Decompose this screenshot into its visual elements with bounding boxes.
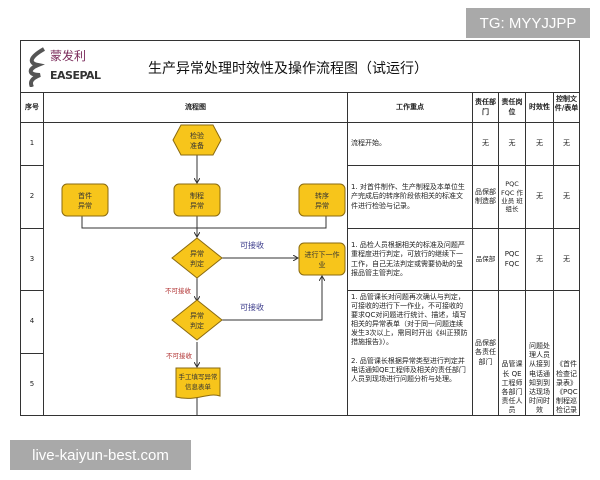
row-3-post: PQC FQC bbox=[498, 228, 526, 291]
flowchart-area bbox=[43, 122, 348, 416]
row-no-3: 3 bbox=[20, 228, 44, 291]
col-header-doc: 控制文件/表单 bbox=[553, 92, 580, 123]
row-4-post: 品管课长 QE工程师 各部门责任人员 bbox=[498, 290, 526, 416]
row-4-doc: 《首件检查记录表》《PQC制程巡检记录 bbox=[553, 290, 580, 416]
row-no-4: 4 bbox=[20, 290, 44, 354]
row-1-post: 无 bbox=[498, 122, 526, 166]
col-header-dept: 责任部门 bbox=[472, 92, 499, 123]
row-no-2: 2 bbox=[20, 165, 44, 229]
logo-en: EASEPAL bbox=[50, 69, 101, 82]
row-1-focus: 流程开始。 bbox=[347, 122, 473, 166]
logo-swirl-icon bbox=[28, 47, 46, 87]
col-header-post: 责任岗位 bbox=[498, 92, 526, 123]
row-4-time: 问题处理人员从接到电话通知到到达现场时间时效 bbox=[525, 290, 554, 416]
watermark-top: TG: MYYJJPP bbox=[466, 8, 590, 38]
col-header-focus: 工作重点 bbox=[347, 92, 473, 123]
document-table: 蒙发利 EASEPAL 生产异常处理时效性及操作流程图（试运行） 序号 流程图 … bbox=[20, 40, 580, 416]
row-3-time: 无 bbox=[525, 228, 554, 291]
row-3-doc: 无 bbox=[553, 228, 580, 291]
logo-cn: 蒙发利 bbox=[50, 49, 87, 63]
row-3-focus: 1. 品检人员根据相关的标准及问题严重程度进行判定，可放行的继续下一工作，自己无… bbox=[347, 228, 473, 291]
row-no-1: 1 bbox=[20, 122, 44, 166]
row-2-post: PQC FQC 作业员 班组长 bbox=[498, 165, 526, 229]
row-no-5: 5 bbox=[20, 353, 44, 416]
row-1-doc: 无 bbox=[553, 122, 580, 166]
row-1-dept: 无 bbox=[472, 122, 499, 166]
row-1-time: 无 bbox=[525, 122, 554, 166]
row-3-dept: 品保部 bbox=[472, 228, 499, 291]
col-header-no: 序号 bbox=[20, 92, 44, 123]
col-header-time: 时效性 bbox=[525, 92, 554, 123]
row-2-dept: 品保部 制造部 bbox=[472, 165, 499, 229]
row-2-time: 无 bbox=[525, 165, 554, 229]
title-row bbox=[20, 40, 580, 93]
company-logo: 蒙发利 EASEPAL bbox=[26, 45, 116, 89]
row-4-focus: 1. 品管课长对问题再次确认与判定，可接收的进行下一作业，不可接收的要求QC对问… bbox=[347, 290, 473, 416]
watermark-bottom: live-kaiyun-best.com bbox=[10, 440, 191, 470]
row-2-doc: 无 bbox=[553, 165, 580, 229]
page-title: 生产异常处理时效性及操作流程图（试运行） bbox=[148, 61, 428, 77]
row-2-focus: 1. 对首件制作、生产制程及本单位生产完成后的转序阶段依相关的标准文件进行检验与… bbox=[347, 165, 473, 229]
row-4-dept: 品保部 各责任部门 bbox=[472, 290, 499, 416]
col-header-flowchart: 流程图 bbox=[43, 92, 348, 123]
